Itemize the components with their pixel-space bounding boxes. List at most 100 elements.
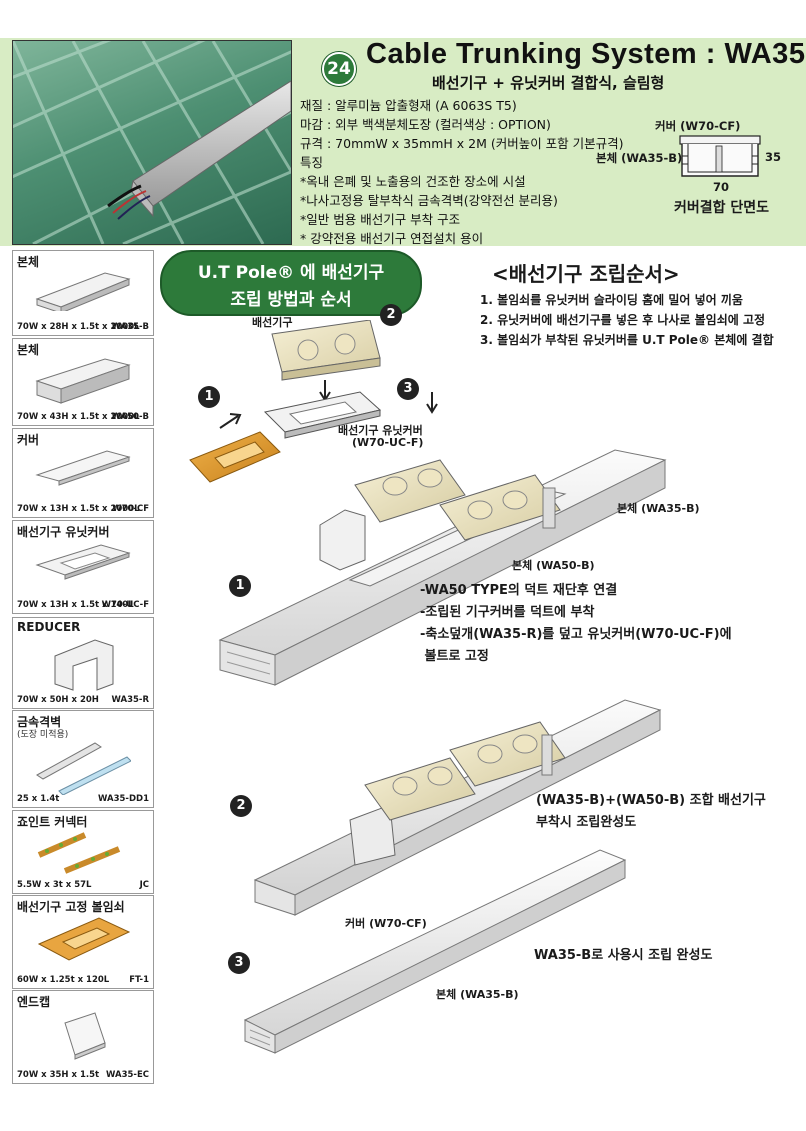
part-subtitle: (도장 미적용): [17, 730, 69, 740]
cross-section-height: 35: [765, 150, 782, 164]
page-subtitle: 배선기구 + 유닛커버 결합식, 슬림형: [432, 74, 665, 92]
assembly-3-note: WA35-B로 사용시 조립 완성도: [534, 948, 713, 963]
cross-section-drawing: [679, 135, 761, 177]
assembly-3-body-label: 본체 (WA35-B): [436, 988, 519, 1001]
spec-line: 규격 : 70mmW x 35mmH x 2M (커버높이 포함 기본규격): [300, 136, 624, 151]
sidebar-part-card: REDUCER 70W x 50H x 20H WA35-R: [12, 617, 154, 709]
part-title: 배선기구 유닛커버: [17, 525, 110, 539]
part-drawing: [35, 636, 131, 696]
spec-line: * 강약전용 배선기구 연접설치 용이: [300, 231, 484, 246]
assembly-2-badge: 2: [230, 795, 252, 817]
sidebar-part-card: 금속격벽(도장 미적용) 25 x 1.4t WA35-DD1: [12, 710, 154, 808]
assembly-1-note: -조립된 기구커버를 덕트에 부착: [420, 605, 595, 620]
step-3-badge: 3: [397, 378, 419, 400]
spec-line: 특징: [300, 155, 324, 170]
part-code: WA35-R: [111, 695, 149, 705]
assembly-1-body-wa35-label: 본체 (WA35-B): [617, 502, 700, 515]
assembly-2-notes: (WA35-B)+(WA50-B) 조합 배선기구 부착시 조립완성도: [536, 790, 766, 834]
spec-list: 재질 : 알루미늄 압출형재 (A 6063S T5) 마감 : 외부 백색분체…: [300, 96, 624, 248]
part-title: 죠인트 커넥터: [17, 815, 88, 829]
assembly-1-badge: 1: [229, 575, 251, 597]
sidebar-part-card: 배선기구 고정 볼임쇠 60W x 1.25t x 120L FT-1: [12, 895, 154, 989]
unit-cover-code: (W70-UC-F): [352, 436, 424, 449]
part-drawing: [35, 739, 132, 799]
spec-line: *일반 범용 배선기구 부착 구조: [300, 212, 461, 227]
part-title: 엔드캡: [17, 995, 51, 1009]
part-title: 금속격벽: [17, 715, 62, 729]
part-code: WA35-EC: [106, 1070, 149, 1080]
part-title: 배선기구 고정 볼임쇠: [17, 900, 125, 914]
cross-section-cover-label: 커버 (W70-CF): [655, 119, 741, 133]
part-code: WA50-B: [111, 412, 149, 422]
part-dimensions: 25 x 1.4t: [17, 794, 60, 804]
part-title: 본체: [17, 255, 40, 269]
cross-section-width: 70: [713, 180, 730, 194]
part-drawing: [35, 357, 131, 409]
part-title: 커버: [17, 433, 40, 447]
assembly-3-badge: 3: [228, 952, 250, 974]
assembly-1-note: 볼트로 고정: [420, 649, 489, 664]
assembly-1-notes: -WA50 TYPE의 덕트 재단후 연결 -조립된 기구커버를 덕트에 부착 …: [420, 580, 732, 668]
assembly-2-drawing: [253, 699, 662, 916]
part-code: W70-UC-F: [101, 600, 149, 610]
part-dimensions: 5.5W x 3t x 57L: [17, 880, 92, 890]
order-item: 1. 볼임쇠를 유닛커버 슬라이딩 홈에 밀어 넣어 끼움: [480, 293, 743, 307]
part-title: 본체: [17, 343, 40, 357]
part-drawing: [35, 269, 131, 315]
pill-line-2: 조립 방법과 순서: [230, 290, 352, 310]
assembly-1-body-wa50-label: 본체 (WA50-B): [512, 559, 595, 572]
assembly-2-note: 부착시 조립완성도: [536, 815, 637, 830]
part-drawing: [35, 447, 131, 491]
spec-line: *나사고정용 탈부착식 금속격벽(강약전선 분리용): [300, 193, 558, 208]
part-code: WA35-DD1: [98, 794, 149, 804]
part-dimensions: 70W x 13H x 1.5t x 140L: [17, 600, 134, 610]
sidebar-part-card: 죠인트 커넥터 5.5W x 3t x 57L JC: [12, 810, 154, 894]
step-1-badge: 1: [198, 386, 220, 408]
step-2-badge: 2: [380, 304, 402, 326]
cross-section-caption: 커버결합 단면도: [674, 200, 770, 216]
assembly-3-drawing: [243, 849, 627, 1054]
section-pill-title: U.T Pole® 에 배선기구 조립 방법과 순서: [160, 250, 422, 316]
part-title: REDUCER: [17, 620, 81, 634]
unit-cover-label: 배선기구 유닛커버: [338, 424, 423, 437]
part-dimensions: 60W x 1.25t x 120L: [17, 975, 110, 985]
assembly-order-list: 1. 볼임쇠를 유닛커버 슬라이딩 홈에 밀어 넣어 끼움 2. 유닛커버에 배…: [480, 290, 774, 350]
part-dimensions: 70W x 28H x 1.5t x 2000L: [17, 322, 140, 332]
part-code: WA35-B: [111, 322, 149, 332]
spec-line: 마감 : 외부 백색분체도장 (컬러색상 : OPTION): [300, 117, 551, 132]
cross-section-body-label: 본체 (WA35-B): [596, 151, 683, 165]
assembly-1-note: -축소덮개(WA35-R)를 덮고 유닛커버(W70-UC-F)에: [420, 627, 732, 642]
sidebar-part-card: 엔드캡 70W x 35H x 1.5t WA35-EC: [12, 990, 154, 1084]
part-drawing: [35, 829, 131, 879]
part-dimensions: 70W x 43H x 1.5t x 2000L: [17, 412, 140, 422]
photo-illustration: [13, 41, 291, 244]
part-drawing: [35, 1009, 131, 1069]
assembly-1-note: -WA50 TYPE의 덕트 재단후 연결: [420, 583, 618, 598]
part-code: W70-CF: [112, 504, 149, 514]
spec-line: 재질 : 알루미늄 압출형재 (A 6063S T5): [300, 98, 517, 113]
device-label: 배선기구: [252, 316, 293, 329]
pill-line-1: U.T Pole® 에 배선기구: [197, 263, 385, 283]
part-dimensions: 70W x 13H x 1.5t x 2000L: [17, 504, 140, 514]
page-title: Cable Trunking System : WA35: [366, 38, 806, 70]
part-code: FT-1: [129, 975, 149, 985]
assembly-1-drawing: [218, 449, 667, 686]
assembly-order-title: <배선기구 조립순서>: [492, 262, 680, 286]
part-drawing: [35, 539, 131, 585]
part-code: JC: [139, 880, 149, 890]
part-drawing: [35, 914, 131, 966]
part-dimensions: 70W x 50H x 20H: [17, 695, 99, 705]
assembly-2-note: (WA35-B)+(WA50-B) 조합 배선기구: [536, 793, 766, 808]
section-number-badge: 24: [322, 52, 356, 86]
part-dimensions: 70W x 35H x 1.5t: [17, 1070, 100, 1080]
exploded-view-drawing: [189, 320, 438, 483]
spec-line: *옥내 은폐 및 노출용의 건조한 장소에 시설: [300, 174, 526, 189]
order-item: 2. 유닛커버에 배선기구를 넣은 후 나사로 볼임쇠에 고정: [480, 313, 766, 327]
order-item: 3. 볼임쇠가 부착된 유닛커버를 U.T Pole® 본체에 결합: [480, 333, 774, 347]
assembly-3-cover-label: 커버 (W70-CF): [345, 917, 427, 930]
product-photo: [12, 40, 292, 245]
